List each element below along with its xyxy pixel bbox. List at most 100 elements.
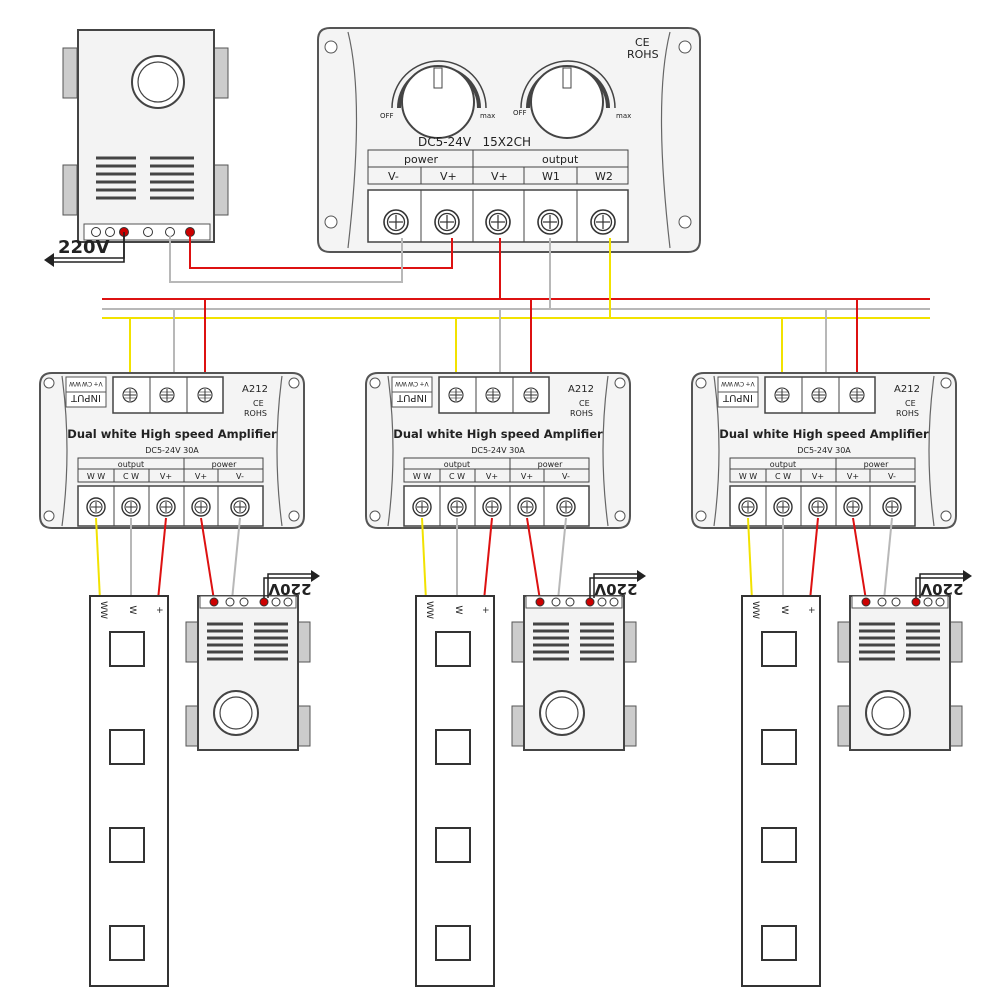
- amplifier-terminal-label: V+: [160, 472, 172, 481]
- amplifier-model: A212: [568, 384, 594, 395]
- supply-terminal[interactable]: [271, 597, 281, 607]
- amplifier-title: Dual white High speed Amplifier: [67, 427, 277, 441]
- wire-vplus-supply: [526, 517, 541, 601]
- led-chip: [435, 729, 471, 765]
- amplifier-terminal-label: C W: [775, 472, 791, 481]
- knob2-max-label: max: [616, 112, 631, 120]
- supply-terminal[interactable]: [283, 597, 293, 607]
- wire-vminus-supply: [883, 517, 893, 601]
- controller-screw-terminal[interactable]: [537, 209, 563, 235]
- input-screw-terminal[interactable]: [523, 387, 539, 403]
- output-screw-terminal[interactable]: [517, 497, 537, 517]
- amplifier-terminal-label: W W: [87, 472, 105, 481]
- supply-terminal[interactable]: [239, 597, 249, 607]
- led-chip: [109, 827, 145, 863]
- ac-input-arrow-bottom: 220V: [589, 570, 646, 598]
- output-screw-terminal[interactable]: [738, 497, 758, 517]
- power-supply-bottom: [511, 595, 637, 751]
- knob1-max-label: max: [480, 112, 495, 120]
- output-screw-terminal[interactable]: [773, 497, 793, 517]
- power-supply-bottom: [185, 595, 311, 751]
- input-label: INPUT: [722, 392, 753, 403]
- amplifier-cert-rohs: ROHS: [244, 409, 267, 418]
- controller-screw-terminal[interactable]: [485, 209, 511, 235]
- supply-terminal[interactable]: [535, 597, 545, 607]
- supply-terminal[interactable]: [209, 597, 219, 607]
- mount-hole: [43, 377, 55, 389]
- mount-hole: [43, 510, 55, 522]
- input-screw-terminal[interactable]: [485, 387, 501, 403]
- input-screw-terminal[interactable]: [849, 387, 865, 403]
- signal-bus: [102, 238, 930, 319]
- input-screw-terminal[interactable]: [811, 387, 827, 403]
- ac-voltage-label-top: 220V: [58, 237, 110, 258]
- dimmer-knob-2[interactable]: [520, 60, 616, 139]
- amplifier-terminal-table: [77, 457, 264, 483]
- output-screw-terminal[interactable]: [556, 497, 576, 517]
- output-screw-terminal[interactable]: [843, 497, 863, 517]
- input-pin-label: WW: [721, 380, 733, 387]
- input-screw-terminal[interactable]: [448, 387, 464, 403]
- amplifier-terminal-table: [729, 457, 916, 483]
- supply-terminal[interactable]: [923, 597, 933, 607]
- input-label: INPUT: [396, 392, 427, 403]
- output-screw-terminal[interactable]: [156, 497, 176, 517]
- controller-screw-terminal[interactable]: [383, 209, 409, 235]
- output-screw-terminal[interactable]: [447, 497, 467, 517]
- mount-hole: [288, 510, 300, 522]
- input-screw-terminal[interactable]: [159, 387, 175, 403]
- output-screw-terminal[interactable]: [230, 497, 250, 517]
- amplifier-group-power: power: [212, 460, 237, 469]
- supply-terminal[interactable]: [585, 597, 595, 607]
- output-screw-terminal[interactable]: [191, 497, 211, 517]
- amplifier-terminal-table: [403, 457, 590, 483]
- amplifier-group-power: power: [864, 460, 889, 469]
- output-screw-terminal[interactable]: [808, 497, 828, 517]
- wire-ww: [421, 517, 427, 601]
- mount-hole: [288, 377, 300, 389]
- amplifier-group-output: output: [118, 460, 144, 469]
- supply-terminal[interactable]: [609, 597, 619, 607]
- output-screw-terminal[interactable]: [882, 497, 902, 517]
- ac-input-arrow-bottom: 220V: [263, 570, 320, 598]
- mount-hole: [940, 377, 952, 389]
- supply-terminal[interactable]: [597, 597, 607, 607]
- supply-terminal[interactable]: [861, 597, 871, 607]
- controller-screw-terminal[interactable]: [590, 209, 616, 235]
- input-pin-label: V+: [745, 380, 754, 387]
- input-screw-terminal[interactable]: [197, 387, 213, 403]
- supply-terminal[interactable]: [911, 597, 921, 607]
- controller-group-output: output: [542, 153, 579, 166]
- output-screw-terminal[interactable]: [121, 497, 141, 517]
- supply-terminal[interactable]: [877, 597, 887, 607]
- output-screw-terminal[interactable]: [482, 497, 502, 517]
- controller-cert-rohs: ROHS: [627, 48, 659, 61]
- input-screw-terminal[interactable]: [122, 387, 138, 403]
- amplifier-group-output: output: [770, 460, 796, 469]
- strip-label: WW: [424, 601, 434, 619]
- led-chip: [435, 631, 471, 667]
- input-pin-label: V+: [419, 380, 428, 387]
- supply-terminal[interactable]: [225, 597, 235, 607]
- supply-terminal[interactable]: [551, 597, 561, 607]
- dimmer-knob-1[interactable]: [391, 60, 487, 139]
- amplifier-cert-ce: CE: [579, 399, 590, 408]
- strip-label: +: [154, 606, 164, 614]
- output-screw-terminal[interactable]: [86, 497, 106, 517]
- controller-screw-terminal[interactable]: [434, 209, 460, 235]
- input-screw-terminal[interactable]: [774, 387, 790, 403]
- wire-ww: [747, 517, 753, 601]
- input-pin-label: CW: [82, 380, 92, 387]
- output-screw-terminal[interactable]: [412, 497, 432, 517]
- supply-terminal[interactable]: [259, 597, 269, 607]
- amplifier-model: A212: [894, 384, 920, 395]
- led-chip: [761, 729, 797, 765]
- supply-terminal[interactable]: [891, 597, 901, 607]
- supply-terminal[interactable]: [935, 597, 945, 607]
- mount-hole: [369, 377, 381, 389]
- supply-terminal[interactable]: [565, 597, 575, 607]
- amplifier-terminal-label: W W: [739, 472, 757, 481]
- power-supply-bottom: [837, 595, 963, 751]
- wire-vminus-supply: [231, 517, 241, 601]
- amplifier-terminal-label: V-: [236, 472, 244, 481]
